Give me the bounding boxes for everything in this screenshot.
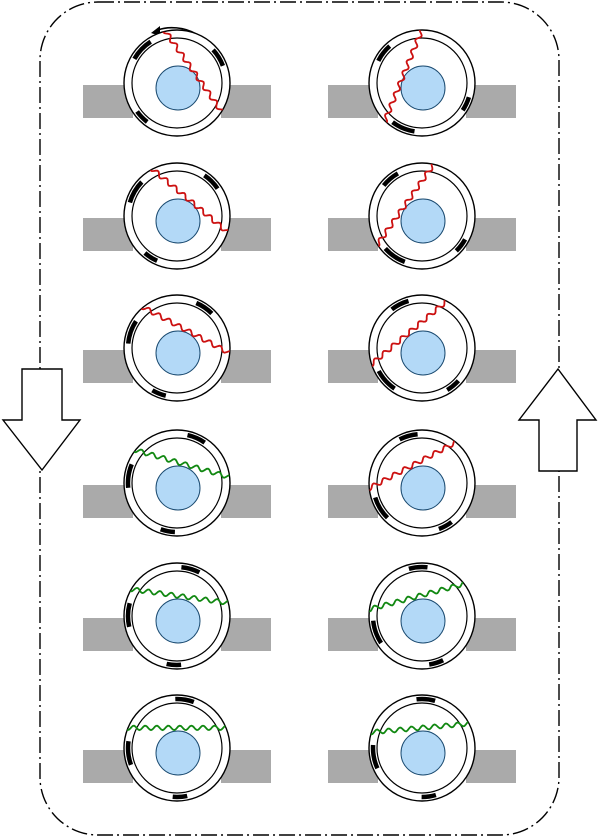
ring-marker — [132, 39, 152, 61]
ring-marker — [391, 120, 415, 134]
ring-marker — [376, 369, 396, 391]
ring-marker — [383, 246, 406, 265]
ring-marker — [186, 432, 206, 445]
ring-marker — [390, 298, 410, 312]
ring-marker — [211, 48, 226, 67]
ring-marker — [376, 44, 392, 62]
ring-marker — [416, 696, 436, 703]
cell-right-4 — [328, 429, 516, 537]
wave-line — [162, 30, 225, 115]
cell-left-2 — [83, 162, 271, 270]
ring-marker — [428, 658, 445, 667]
core-circle — [400, 198, 446, 244]
ring-marker — [125, 602, 132, 628]
wave-line — [375, 163, 436, 248]
ring-marker — [373, 496, 390, 520]
ring-marker — [143, 251, 159, 263]
ring-marker — [125, 740, 134, 766]
core-circle — [400, 65, 446, 111]
core-circle — [400, 730, 446, 776]
right-up-arrow — [517, 367, 598, 472]
core-circle — [155, 330, 201, 376]
ring-marker — [127, 180, 144, 204]
cell-left-4 — [83, 429, 271, 537]
ring-marker — [175, 696, 195, 705]
core-circle — [155, 465, 201, 511]
ring-marker — [135, 110, 149, 124]
ring-marker — [381, 171, 400, 187]
cell-right-6 — [328, 694, 516, 802]
ring-marker — [203, 173, 220, 190]
ring-marker — [172, 793, 188, 800]
cell-left-3 — [83, 294, 271, 402]
cell-right-3 — [328, 294, 516, 402]
core-circle — [155, 65, 201, 111]
wave-line — [127, 587, 230, 605]
cell-left-1 — [83, 29, 271, 137]
core-circle — [155, 598, 201, 644]
ring-marker — [181, 564, 201, 575]
wave-line — [383, 30, 424, 125]
ring-marker — [125, 319, 138, 344]
ring-marker — [454, 238, 468, 253]
ring-marker — [398, 431, 418, 442]
cell-left-5 — [83, 562, 271, 670]
wave-line — [139, 305, 230, 355]
core-circle — [400, 330, 446, 376]
ring-marker — [445, 379, 461, 392]
wave-line — [369, 439, 459, 492]
ring-marker — [166, 661, 182, 668]
wave-line — [131, 448, 230, 479]
ring-marker — [151, 388, 167, 398]
wave-line — [369, 720, 473, 736]
ring-marker — [421, 792, 437, 800]
cell-grid — [83, 29, 516, 802]
ring-marker — [370, 620, 384, 645]
core-circle — [155, 730, 201, 776]
ring-marker — [408, 564, 428, 571]
core-circle — [155, 198, 201, 244]
ring-marker — [438, 520, 453, 532]
ring-marker — [159, 527, 176, 535]
ring-marker — [460, 96, 472, 112]
cell-right-1 — [328, 29, 516, 137]
cycle-path — [39, 1, 560, 836]
wave-line — [149, 167, 230, 234]
wave-line — [124, 724, 230, 732]
wave-line — [369, 297, 449, 368]
ring-marker — [125, 463, 134, 489]
cell-right-5 — [328, 562, 516, 670]
core-circle — [400, 598, 446, 644]
wave-line — [369, 580, 468, 613]
left-down-arrow — [1, 368, 82, 472]
core-circle — [400, 465, 446, 511]
cell-right-2 — [328, 162, 516, 270]
cell-left-6 — [83, 694, 271, 802]
ring-marker — [370, 744, 380, 770]
ring-marker — [195, 300, 214, 316]
